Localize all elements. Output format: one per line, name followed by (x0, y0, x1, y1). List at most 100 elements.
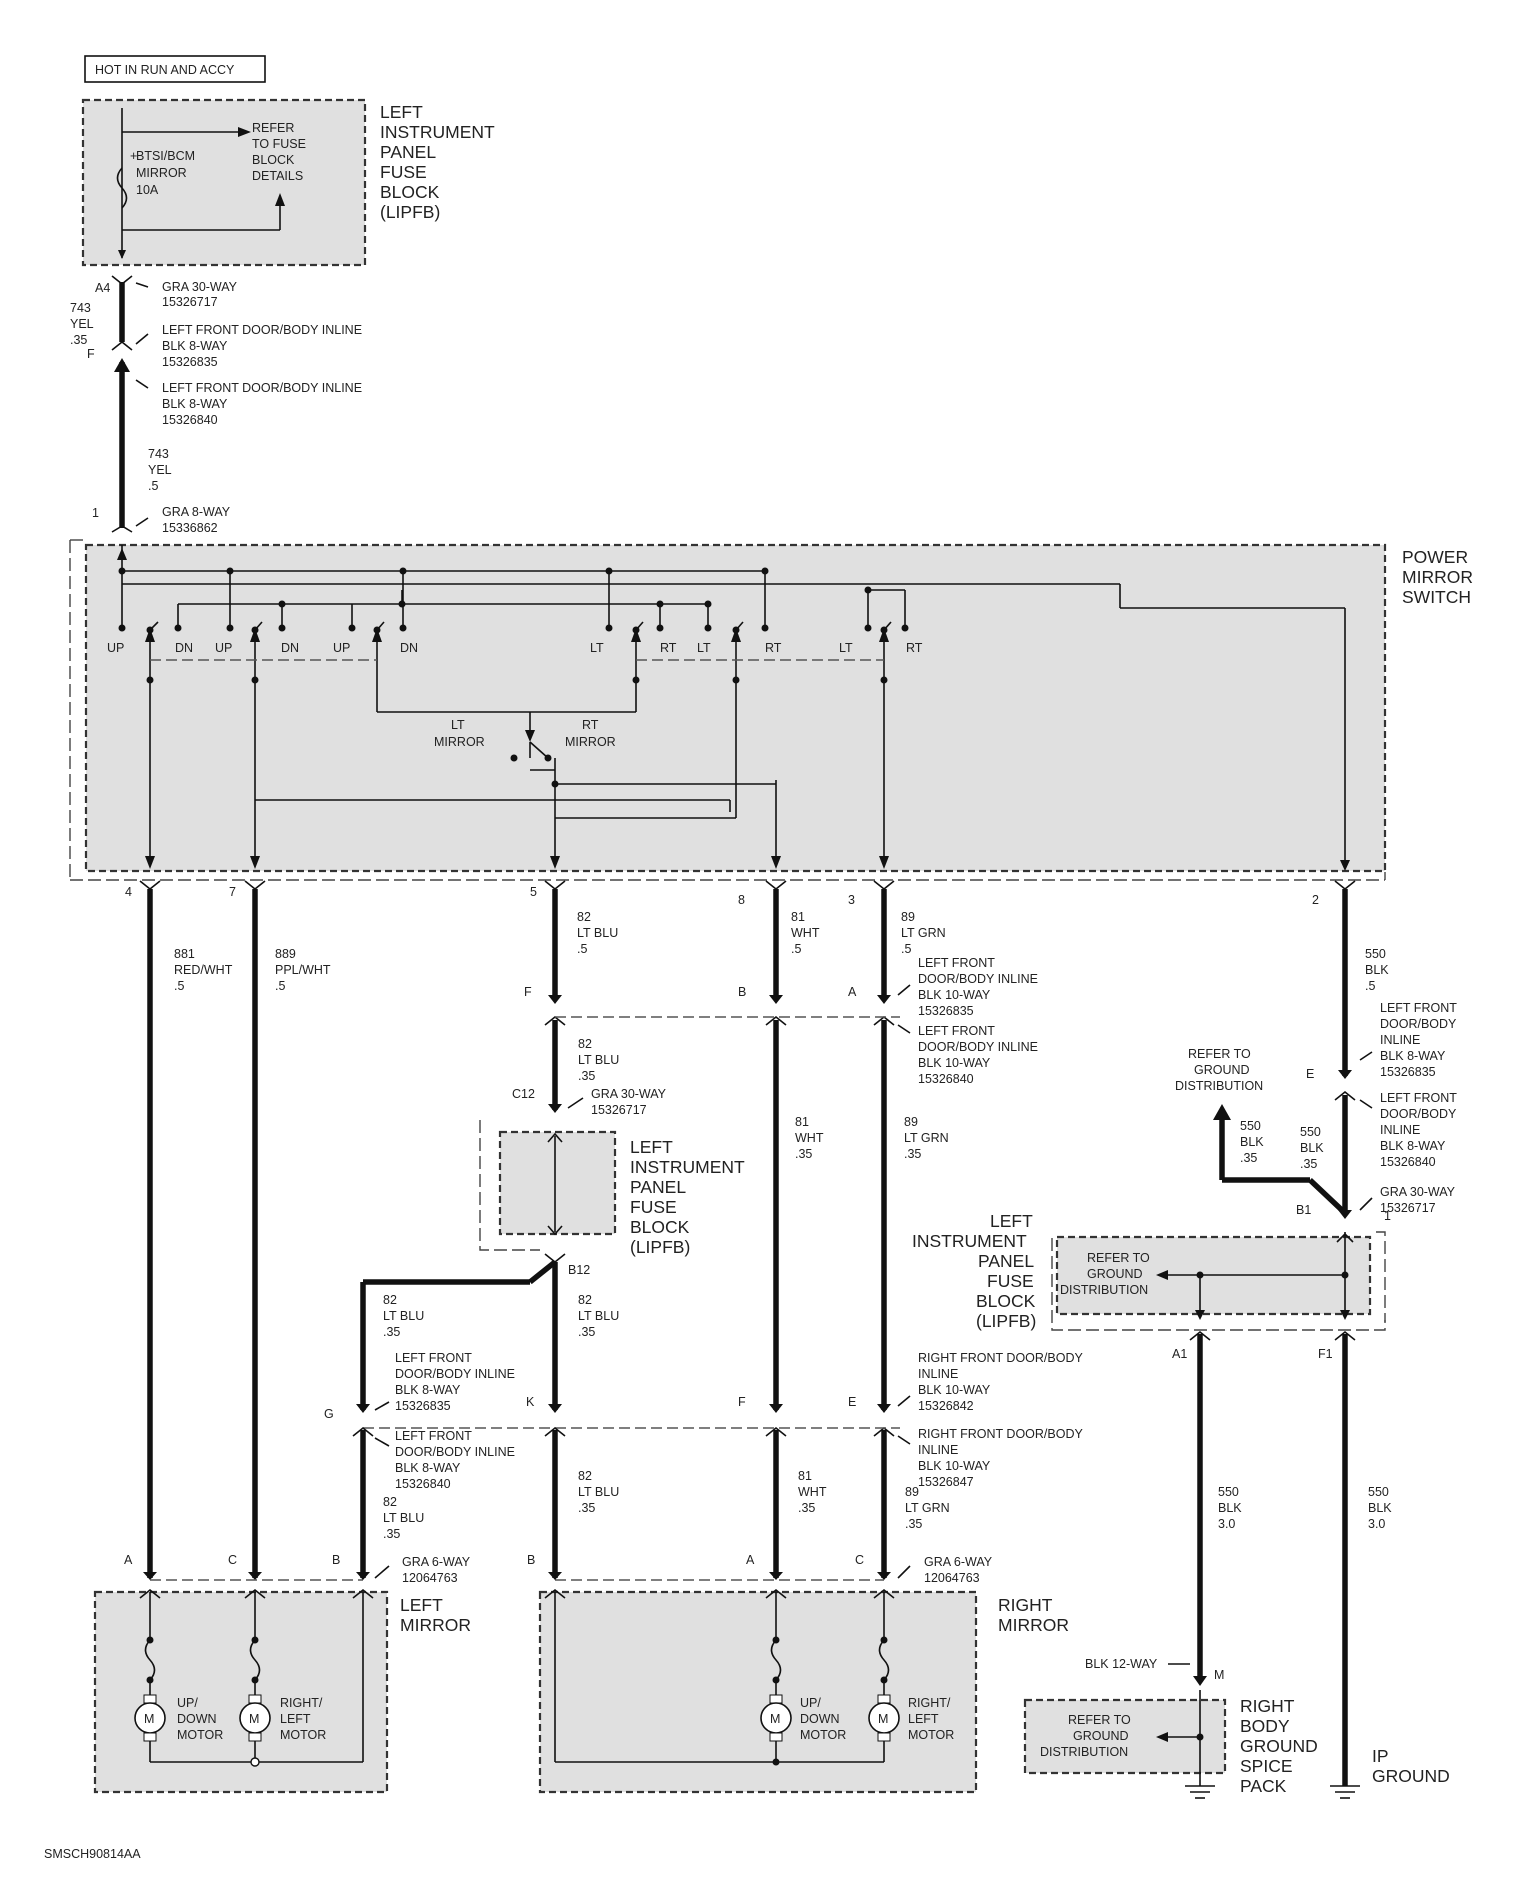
svg-text:FUSE: FUSE (987, 1271, 1034, 1291)
svg-text:FUSE: FUSE (630, 1197, 677, 1217)
connector-labels: LEFT FRONT DOOR/BODY INLINE BLK 10-WAY 1… (374, 956, 1457, 1585)
svg-text:LT BLU: LT BLU (578, 1053, 619, 1067)
rbgsp-internal: REFER TO GROUND DISTRIBUTION (1040, 1690, 1215, 1799)
svg-text:DOOR/BODY: DOOR/BODY (1380, 1107, 1457, 1121)
svg-text:15326847: 15326847 (918, 1475, 974, 1489)
svg-text:DOOR/BODY INLINE: DOOR/BODY INLINE (918, 972, 1038, 986)
svg-text:A1: A1 (1172, 1347, 1187, 1361)
svg-text:A4: A4 (95, 281, 110, 295)
svg-text:BLK: BLK (1368, 1501, 1392, 1515)
svg-text:INLINE: INLINE (918, 1367, 958, 1381)
svg-text:C12: C12 (512, 1087, 535, 1101)
svg-text:B: B (527, 1553, 535, 1567)
svg-text:RED/WHT: RED/WHT (174, 963, 233, 977)
svg-text:15326717: 15326717 (162, 295, 218, 309)
svg-text:82: 82 (383, 1293, 397, 1307)
mid-lipfb (498, 1130, 617, 1236)
svg-text:BODY: BODY (1240, 1716, 1290, 1736)
svg-text:12064763: 12064763 (924, 1571, 980, 1585)
svg-text:REFER TO: REFER TO (1188, 1047, 1251, 1061)
svg-text:8: 8 (738, 893, 745, 907)
svg-text:MOTOR: MOTOR (908, 1728, 954, 1742)
svg-text:881: 881 (174, 947, 195, 961)
svg-text:LEFT FRONT DOOR/BODY INLINE: LEFT FRONT DOOR/BODY INLINE (162, 323, 362, 337)
svg-text:DN: DN (400, 641, 418, 655)
svg-text:LT BLU: LT BLU (578, 1309, 619, 1323)
svg-text:89: 89 (901, 910, 915, 924)
svg-text:INLINE: INLINE (1380, 1033, 1420, 1047)
svg-text:WHT: WHT (791, 926, 820, 940)
svg-text:M: M (770, 1712, 780, 1726)
svg-text:RIGHT FRONT DOOR/BODY: RIGHT FRONT DOOR/BODY (918, 1427, 1083, 1441)
svg-text:UP: UP (215, 641, 232, 655)
svg-text:15326840: 15326840 (162, 413, 218, 427)
svg-text:INSTRUMENT: INSTRUMENT (380, 122, 495, 142)
right-mirror (538, 1590, 978, 1794)
svg-text:LT BLU: LT BLU (383, 1511, 424, 1525)
svg-text:GRA 8-WAY: GRA 8-WAY (162, 505, 231, 519)
svg-text:RIGHT FRONT DOOR/BODY: RIGHT FRONT DOOR/BODY (918, 1351, 1083, 1365)
svg-text:M: M (1214, 1668, 1224, 1682)
right-lipfb-internal: REFER TO GROUND DISTRIBUTION (1060, 1232, 1354, 1320)
svg-text:UP/: UP/ (800, 1696, 821, 1710)
svg-text:550: 550 (1218, 1485, 1239, 1499)
svg-text:DOOR/BODY INLINE: DOOR/BODY INLINE (918, 1040, 1038, 1054)
svg-text:GRA 30-WAY: GRA 30-WAY (1380, 1185, 1456, 1199)
svg-text:.35: .35 (578, 1069, 595, 1083)
svg-text:81: 81 (798, 1469, 812, 1483)
svg-text:E: E (1306, 1067, 1314, 1081)
mid-lipfb-frame (479, 1120, 540, 1251)
svg-text:GROUND: GROUND (1087, 1267, 1143, 1281)
svg-text:LT BLU: LT BLU (578, 1485, 619, 1499)
svg-text:GRA 30-WAY: GRA 30-WAY (162, 280, 238, 294)
svg-text:BLK 8-WAY: BLK 8-WAY (1380, 1139, 1446, 1153)
svg-text:.5: .5 (148, 479, 158, 493)
svg-text:PACK: PACK (1240, 1776, 1287, 1796)
left-mirror (93, 1590, 389, 1794)
svg-text:INLINE: INLINE (1380, 1123, 1420, 1137)
svg-text:.35: .35 (578, 1325, 595, 1339)
svg-text:DOOR/BODY: DOOR/BODY (1380, 1017, 1457, 1031)
svg-text:LT: LT (590, 641, 604, 655)
svg-text:PANEL: PANEL (978, 1251, 1034, 1271)
svg-text:15326717: 15326717 (591, 1103, 647, 1117)
pin-letters: F B A E C12 B12 B1 1 A1 F1 G K F E A C B… (124, 985, 1391, 1682)
svg-text:82: 82 (577, 910, 591, 924)
svg-text:82: 82 (578, 1293, 592, 1307)
left-mirror-internal: M M UP/ DOWN MOTOR RIGHT/ LEFT MOTOR (134, 1588, 374, 1767)
svg-text:BLK 10-WAY: BLK 10-WAY (918, 1383, 991, 1397)
svg-text:BLK 8-WAY: BLK 8-WAY (162, 339, 228, 353)
left-mirror-name: LEFT MIRROR (400, 1595, 471, 1635)
svg-text:.35: .35 (904, 1147, 921, 1161)
svg-text:UP: UP (107, 641, 124, 655)
arrow-right-icon (238, 127, 251, 137)
svg-text:A: A (848, 985, 857, 999)
svg-text:BLK: BLK (1218, 1501, 1242, 1515)
switch-internals: LT MIRROR RT MIRROR UP DN UP DN UP DN LT… (107, 545, 1350, 871)
svg-text:LEFT: LEFT (380, 102, 423, 122)
svg-text:MOTOR: MOTOR (800, 1728, 846, 1742)
svg-text:2: 2 (1312, 893, 1319, 907)
svg-text:15326842: 15326842 (918, 1399, 974, 1413)
svg-text:GRA 6-WAY: GRA 6-WAY (924, 1555, 993, 1569)
svg-text:B1: B1 (1296, 1203, 1311, 1217)
wire-labels: 881 RED/WHT .5 889 PPL/WHT .5 82 LT BLU … (174, 910, 1392, 1541)
svg-text:MIRROR: MIRROR (565, 735, 616, 749)
svg-text:MIRROR: MIRROR (434, 735, 485, 749)
svg-text:LEFT: LEFT (280, 1712, 311, 1726)
svg-text:LEFT: LEFT (630, 1137, 673, 1157)
ip-ground: IP GROUND (1372, 1746, 1450, 1786)
hot-label: HOT IN RUN AND ACCY (84, 55, 266, 83)
svg-text:3: 3 (848, 893, 855, 907)
svg-text:5: 5 (530, 885, 537, 899)
main-wires (139, 880, 1356, 1581)
svg-text:BLK 8-WAY: BLK 8-WAY (162, 397, 228, 411)
svg-text:BLOCK: BLOCK (252, 153, 295, 167)
svg-text:FUSE: FUSE (380, 162, 427, 182)
svg-text:LT: LT (697, 641, 711, 655)
svg-text:SWITCH: SWITCH (1402, 587, 1471, 607)
arrow-up-icon (275, 193, 285, 206)
svg-text:15326840: 15326840 (395, 1477, 451, 1491)
svg-text:POWER: POWER (1402, 547, 1468, 567)
svg-text:BLK: BLK (1300, 1141, 1324, 1155)
